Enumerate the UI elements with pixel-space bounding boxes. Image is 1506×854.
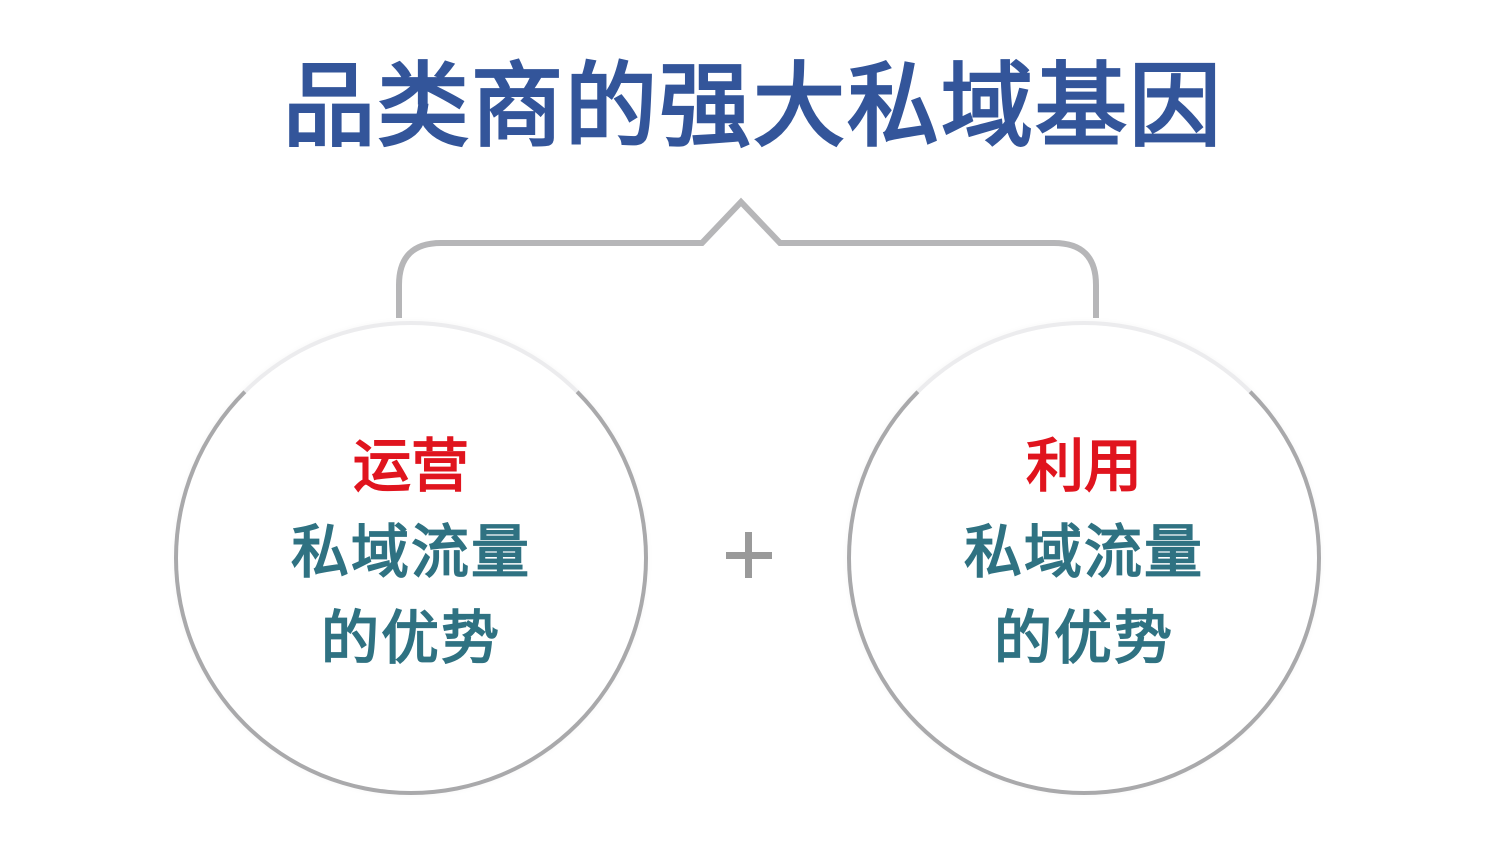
left-circle-line3: 的优势 — [320, 604, 501, 672]
right-circle-text: 利用 私域流量 的优势 — [964, 423, 1204, 681]
diagram-title: 品类商的强大私域基因 — [282, 53, 1223, 160]
left-circle-highlight: 运营 — [352, 432, 469, 500]
right-circle-line3: 的优势 — [993, 604, 1174, 672]
left-circle-line2: 私域流量 — [290, 518, 531, 586]
plus-icon — [724, 530, 774, 580]
right-circle: 利用 私域流量 的优势 — [847, 321, 1321, 795]
left-circle-text: 运营 私域流量 的优势 — [291, 423, 531, 681]
right-circle-line2: 私域流量 — [963, 518, 1204, 586]
right-circle-highlight: 利用 — [1025, 432, 1142, 500]
left-circle: 运营 私域流量 的优势 — [174, 321, 648, 795]
